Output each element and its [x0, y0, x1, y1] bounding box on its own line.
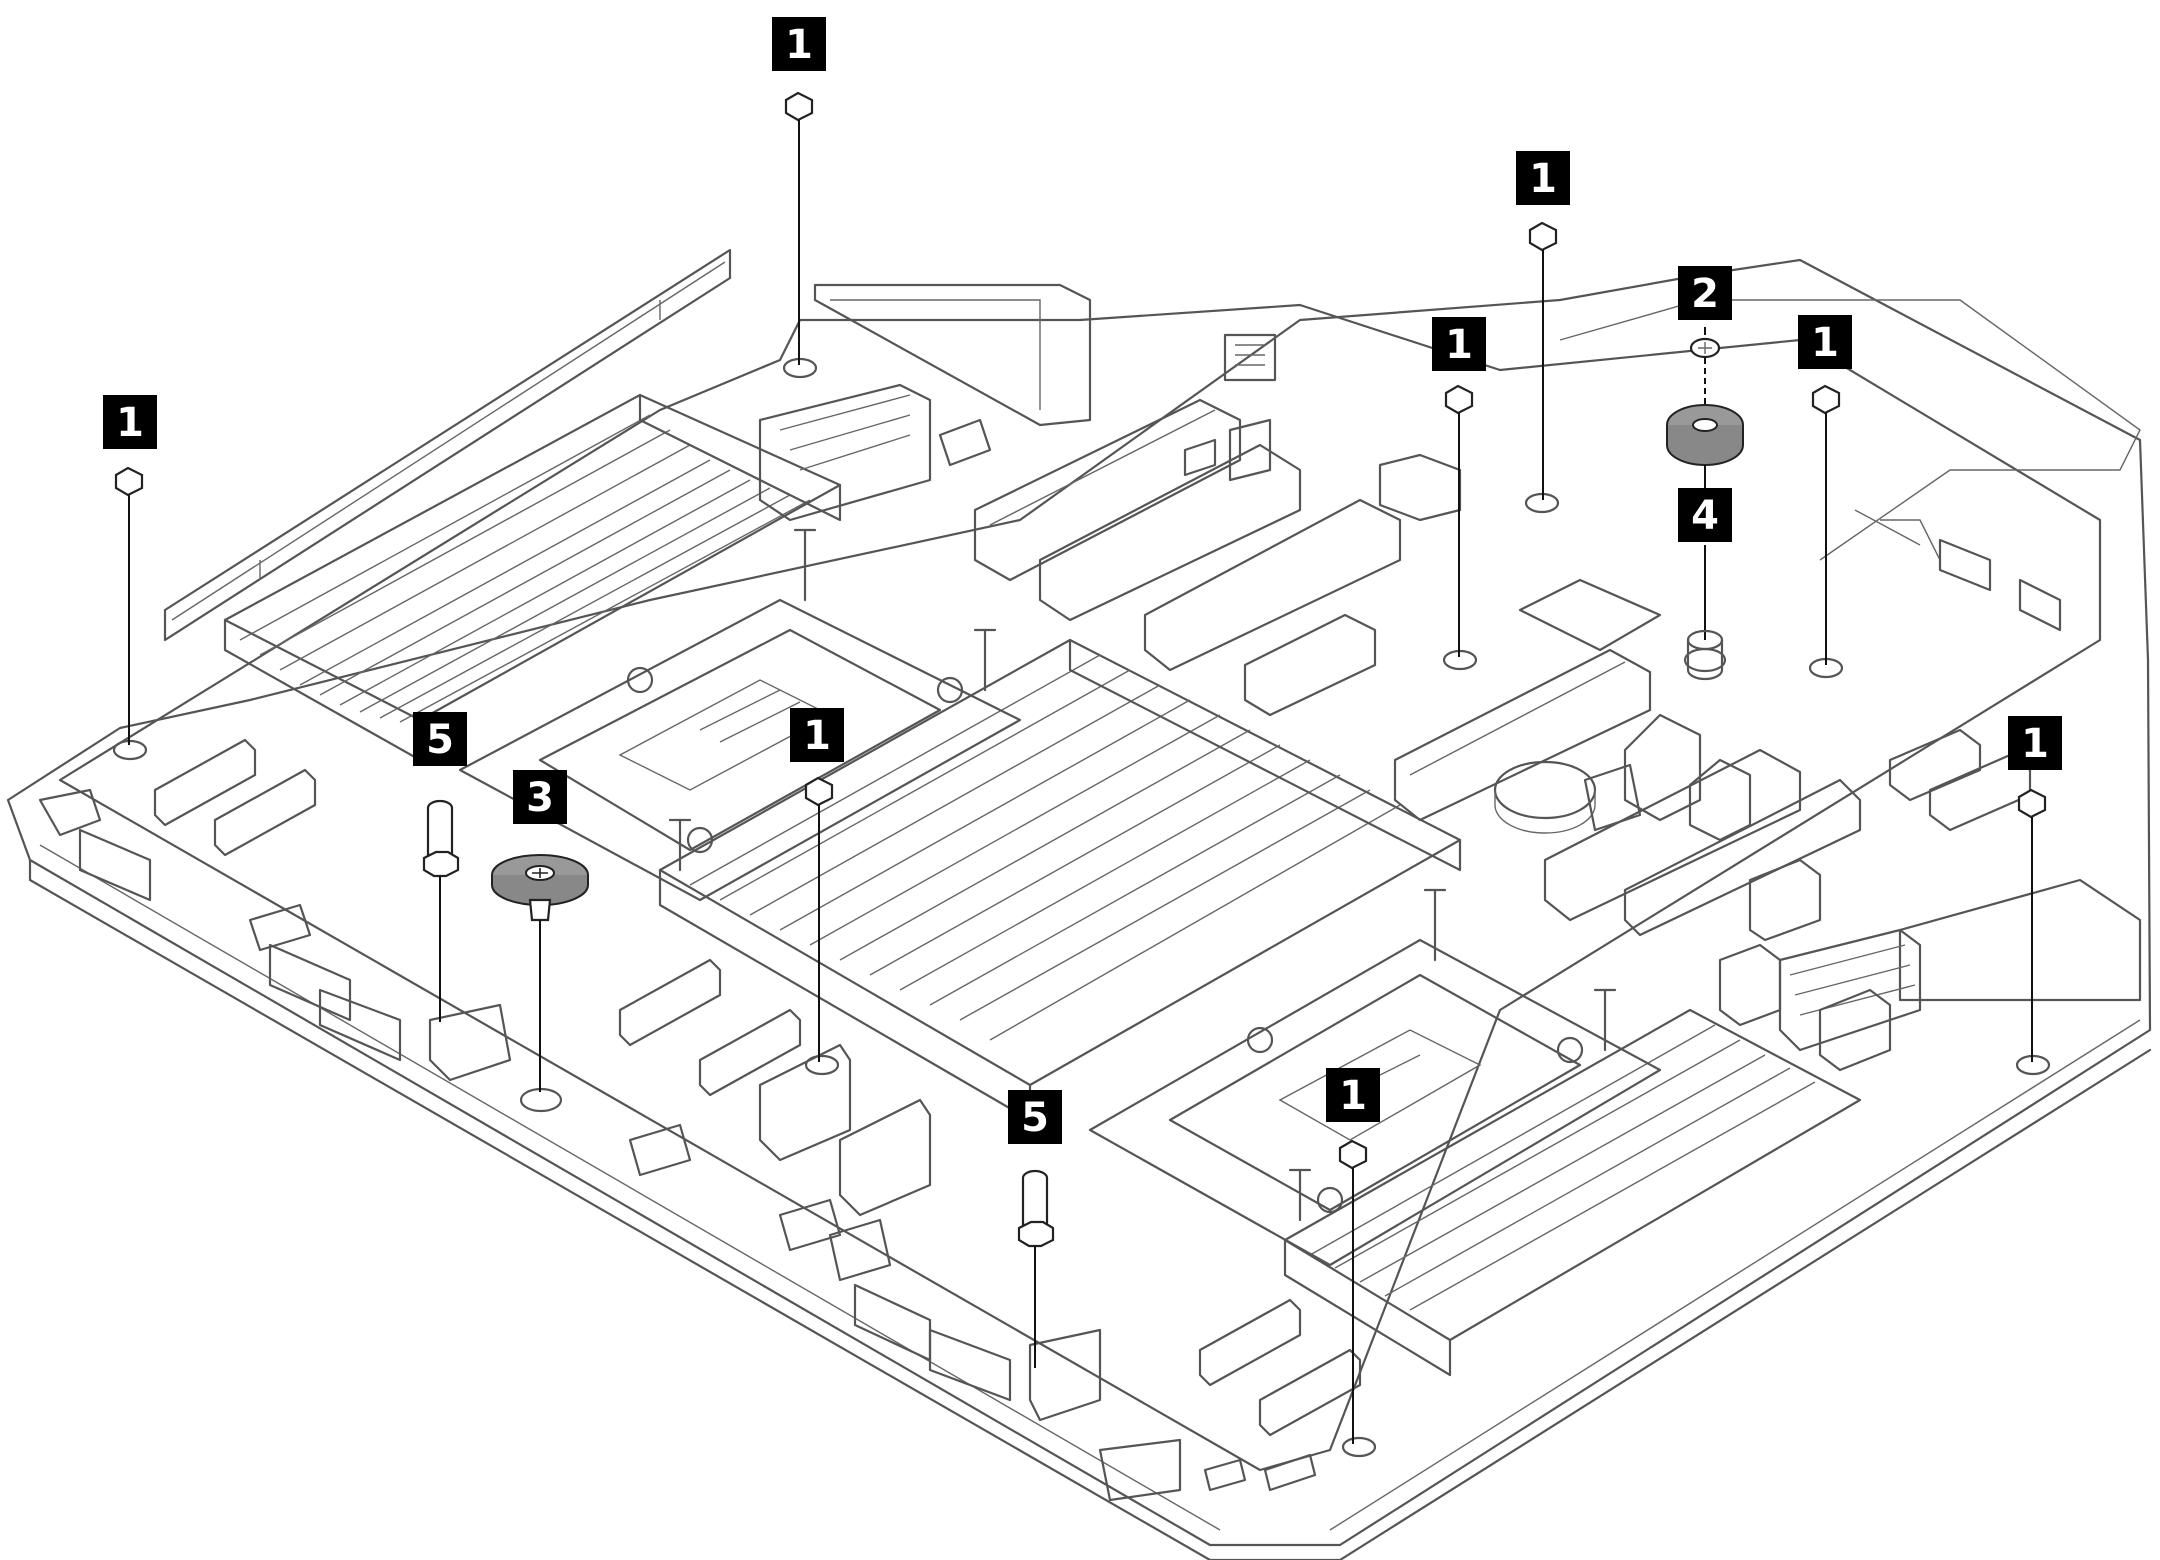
cmos-battery — [1493, 760, 1597, 834]
callout-5-left: 5 — [413, 712, 467, 766]
svg-text:3: 3 — [526, 775, 554, 821]
cpu-socket-2 — [1088, 888, 1662, 1267]
dimm-bank-right — [1283, 1008, 1862, 1377]
svg-text:1: 1 — [1339, 1073, 1367, 1119]
thumbscrew-icon — [491, 854, 589, 1092]
svg-text:5: 5 — [1021, 1095, 1049, 1141]
svg-text:1: 1 — [803, 713, 831, 759]
callout-1-top-center: 1 — [772, 17, 826, 71]
svg-text:1: 1 — [1811, 320, 1839, 366]
callout-1-bottom: 1 — [1326, 1068, 1380, 1122]
svg-text:1: 1 — [2021, 721, 2049, 767]
svg-text:1: 1 — [1529, 156, 1557, 202]
system-board — [58, 299, 2141, 1472]
svg-text:1: 1 — [1445, 322, 1473, 368]
callout-1-top-right: 1 — [1516, 151, 1570, 205]
callout-1-center: 1 — [790, 708, 844, 762]
chassis-tray — [6, 248, 2152, 1560]
svg-text:2: 2 — [1691, 271, 1719, 317]
hex-screw-icon — [114, 91, 2047, 1444]
svg-text:5: 5 — [426, 717, 454, 763]
svg-text:1: 1 — [785, 22, 813, 68]
callout-4: 4 — [1678, 488, 1732, 542]
callout-1-far-right: 1 — [2008, 716, 2062, 770]
callout-1-left: 1 — [103, 395, 157, 449]
small-connectors — [38, 333, 2062, 1502]
callout-1-mid-right: 1 — [1432, 317, 1486, 371]
svg-text:1: 1 — [116, 400, 144, 446]
standoff-icon — [422, 799, 1055, 1368]
callout-2: 2 — [1678, 266, 1732, 320]
callout-5-bottom: 5 — [1008, 1090, 1062, 1144]
pcie-connector-group — [973, 398, 2032, 942]
svg-text:4: 4 — [1691, 493, 1719, 539]
rear-io-module — [758, 283, 2142, 1052]
callout-1-far-right-top: 1 — [1798, 315, 1852, 369]
callout-3: 3 — [513, 770, 567, 824]
knurled-nut-icon — [1666, 404, 1744, 681]
small-screw-icon — [1689, 337, 1721, 405]
dimm-bank-left — [223, 393, 842, 762]
heatsink-pad — [1518, 509, 1941, 652]
